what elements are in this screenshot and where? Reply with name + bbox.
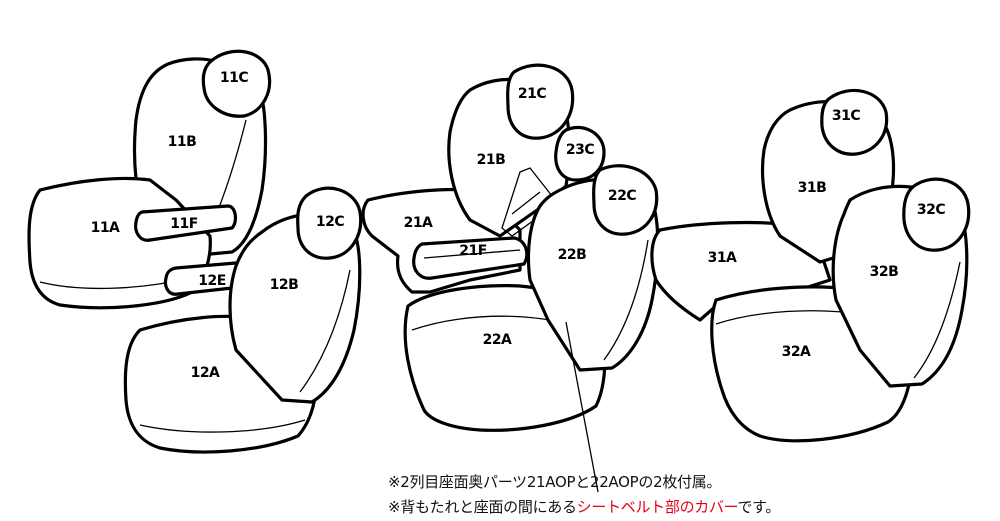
label-12A: 12A: [191, 365, 220, 381]
part-23C-headrest: [554, 125, 606, 182]
part-21C-headrest: [506, 63, 575, 140]
part-11C-headrest: [201, 49, 272, 118]
part-22C-headrest: [592, 164, 659, 236]
label-11F: 11F: [170, 216, 198, 232]
seat-3rd-row-group: 31C 32C 31B 32B 31A 32A: [650, 88, 971, 443]
label-12E: 12E: [198, 273, 226, 289]
part-32C-headrest: [902, 177, 971, 252]
seat-12-group: 12C 12B 12A: [123, 186, 363, 454]
label-32B: 32B: [870, 264, 899, 280]
part-12C-headrest: [296, 186, 363, 260]
part-31C-headrest: [820, 88, 889, 156]
label-21A: 21A: [404, 215, 433, 231]
label-32A: 32A: [782, 344, 811, 360]
label-32C: 32C: [917, 202, 945, 218]
part-32B-side-panel: [913, 261, 961, 379]
note-line-2-prefix: ※背もたれと座面の間にある: [388, 498, 577, 516]
seat-2nd-row-group: 21C 23C 22C 21B 21A 21F 22B 22A: [361, 63, 660, 493]
part-21F-top-edge: [423, 249, 521, 259]
label-22C: 22C: [608, 188, 636, 204]
notes-block: ※2列目座面奥パーツ21AOPと22AOPの2枚付属。 ※背もたれと座面の間にあ…: [388, 470, 780, 520]
note-line-1: ※2列目座面奥パーツ21AOPと22AOPの2枚付属。: [388, 473, 722, 491]
label-12B: 12B: [270, 277, 299, 293]
part-31A-seat-cushion: [650, 220, 832, 322]
leader-line-21AOP: [565, 321, 599, 493]
label-21C: 21C: [518, 86, 546, 102]
note-line-2-highlight: シートベルト部のカバー: [576, 498, 738, 516]
label-21B: 21B: [477, 152, 506, 168]
label-22A: 22A: [483, 332, 512, 348]
label-11C: 11C: [220, 70, 248, 86]
part-21F-armrest: [412, 236, 529, 280]
label-11A: 11A: [91, 220, 120, 236]
note-line-2: ※背もたれと座面の間にあるシートベルト部のカバーです。: [388, 495, 780, 520]
label-31A: 31A: [708, 250, 737, 266]
part-12A-front-edge: [139, 419, 306, 433]
note-line-2-suffix: です。: [737, 498, 781, 516]
label-11B: 11B: [168, 134, 197, 150]
part-11F-armrest: [134, 204, 238, 242]
label-22B: 22B: [558, 247, 587, 263]
part-12B-side-panel: [299, 269, 351, 393]
label-31C: 31C: [832, 108, 860, 124]
label-23C: 23C: [566, 142, 594, 158]
part-22B-side-panel: [603, 239, 649, 361]
part-21B-belt-slot-edge: [511, 191, 541, 215]
label-31B: 31B: [798, 180, 827, 196]
label-21F: 21F: [459, 243, 487, 259]
label-12C: 12C: [316, 214, 344, 230]
